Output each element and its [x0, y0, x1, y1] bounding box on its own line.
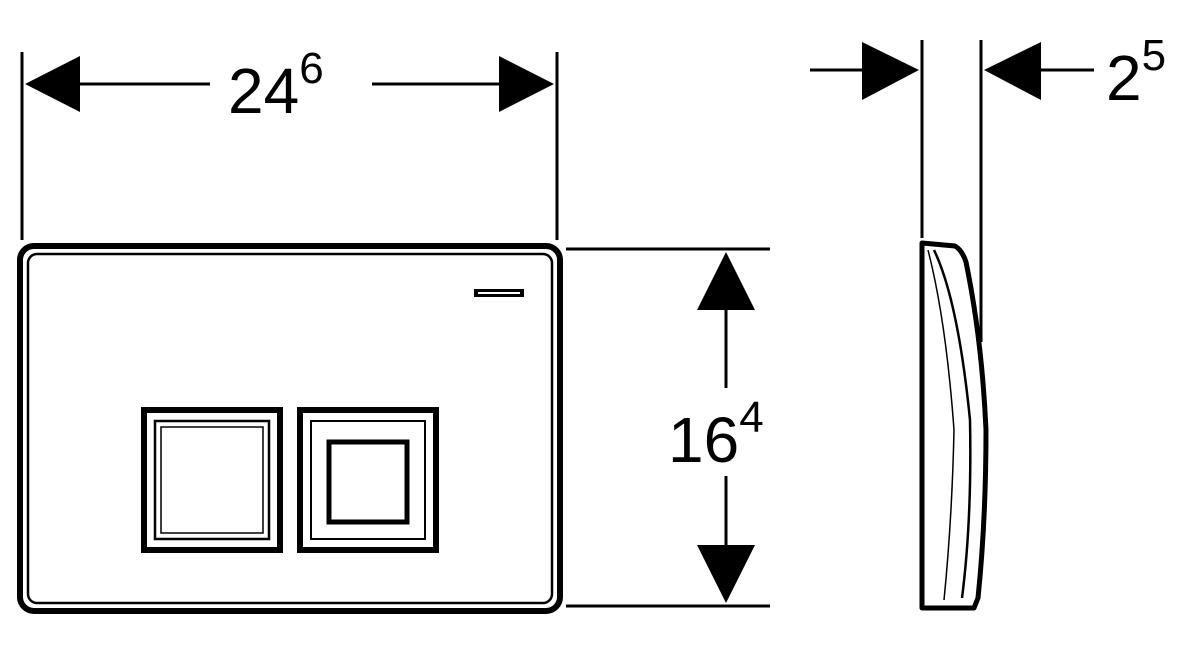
side-profile-outer	[919, 240, 989, 611]
small-flush-button-inner	[310, 420, 426, 540]
front-view	[17, 243, 563, 614]
large-flush-button-inner	[153, 419, 271, 541]
side-view	[919, 240, 989, 611]
thickness-value-label: 25	[1106, 31, 1166, 114]
thickness-arrowhead-right	[984, 42, 1041, 100]
large-flush-button	[141, 407, 283, 553]
side-profile-back-curve	[927, 249, 955, 601]
large-flush-button-outer	[141, 407, 283, 553]
thickness-dimension: 25	[810, 31, 1166, 342]
small-flush-button-face	[326, 439, 410, 525]
thickness-arrowhead-left	[862, 42, 919, 100]
height-arrowhead-top	[697, 252, 755, 310]
width-arrowhead-right	[499, 56, 554, 112]
width-arrowhead-left	[25, 56, 80, 112]
height-value-label: 164	[668, 393, 764, 476]
large-flush-button-face	[160, 426, 264, 534]
small-flush-button	[297, 407, 439, 553]
plate-inner-edge	[26, 252, 554, 605]
width-dimension: 246	[20, 44, 559, 240]
height-dimension: 164	[566, 247, 770, 608]
width-value-label: 246	[228, 44, 324, 127]
plate-outer-edge	[17, 243, 563, 614]
height-arrowhead-bottom	[697, 545, 755, 603]
small-flush-button-outer	[297, 407, 439, 553]
side-profile-inner-curve	[932, 249, 972, 599]
